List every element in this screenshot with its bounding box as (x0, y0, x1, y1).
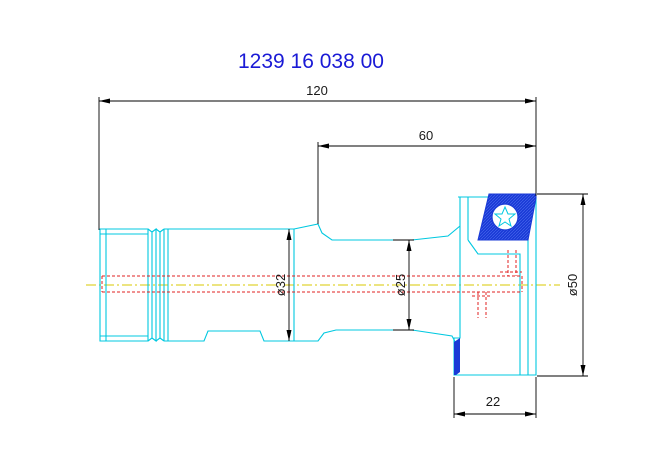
part-number-title: 1239 16 038 00 (238, 50, 384, 73)
chip-pocket (454, 338, 460, 375)
dimension-head-length: 60 (317, 128, 536, 224)
head-diameter-label: ø50 (565, 274, 580, 296)
dimension-head-width: 22 (453, 377, 537, 418)
overall-length-label: 120 (306, 83, 328, 98)
neck-diameter-label: ø25 (393, 274, 408, 296)
torx-screw-icon (491, 203, 519, 231)
head-length-label: 60 (419, 128, 433, 143)
head-width-label: 22 (486, 394, 500, 409)
body-diameter-label: ø32 (273, 274, 288, 296)
dimension-head-diameter: ø50 (537, 193, 588, 377)
hidden-lines (101, 250, 523, 318)
dimension-neck-diameter: ø25 (393, 239, 414, 331)
dimension-body-diameter: ø32 (273, 229, 292, 341)
dimension-overall-length: 120 (98, 83, 537, 230)
